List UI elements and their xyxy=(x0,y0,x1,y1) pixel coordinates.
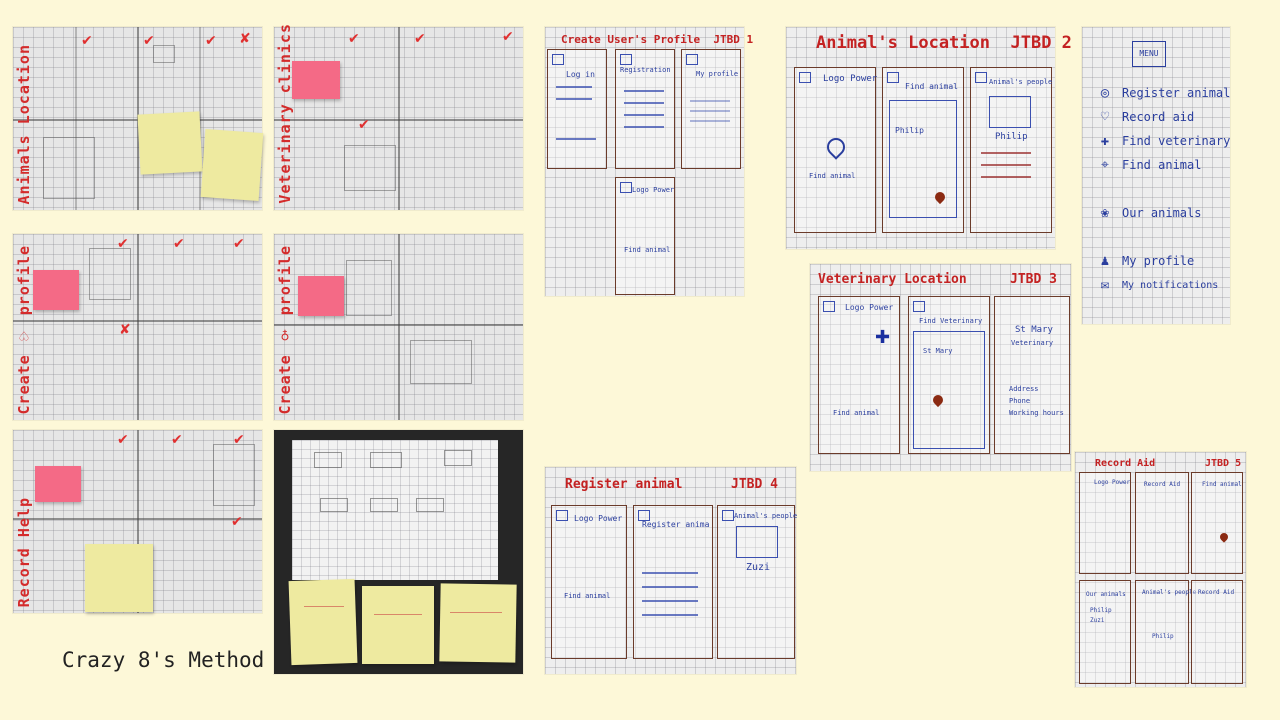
sketch-veterinary-clinics: ✔✔ ✔✔ Veterinary clinics xyxy=(274,23,523,210)
sketch-record-help: ✔✔ ✔✔ Record Help xyxy=(13,430,262,613)
sticky-note xyxy=(35,466,81,502)
heart-icon: ♡ xyxy=(1100,109,1110,125)
method-caption: Crazy 8's Method xyxy=(62,648,265,672)
sticky-note xyxy=(200,129,264,201)
menu-item-record-aid[interactable]: ♡ Record aid xyxy=(1096,109,1194,125)
animal-photo xyxy=(989,96,1031,128)
menu-item-my-profile[interactable]: ♟ My profile xyxy=(1096,253,1194,269)
phone-screen: Register anima xyxy=(633,505,713,659)
user-flow-photo xyxy=(274,430,523,674)
phone-screen: Logo Power Find animal xyxy=(794,67,877,233)
sketch-label: Create ♡ profile xyxy=(15,244,33,414)
map-view[interactable] xyxy=(913,331,985,449)
sticky-note xyxy=(298,276,344,316)
jtbd4-board: Register animal JTBD 4 Logo Power Find a… xyxy=(545,467,797,674)
sketch-label: Record Help xyxy=(15,496,33,607)
phone-screen: Logo Power Find animal xyxy=(615,177,675,295)
home-icon xyxy=(823,301,835,312)
sketch-label: Create ♀ profile xyxy=(276,244,294,414)
jtbd-title: Veterinary Location xyxy=(818,272,967,287)
phone-screen: Find animal xyxy=(1191,472,1243,574)
phone-screen: St Mary Veterinary Address Phone Working… xyxy=(994,296,1070,454)
phone-screen: Logo Power Find animal xyxy=(551,505,627,659)
jtbd-tag: JTBD 4 xyxy=(731,477,778,492)
jtbd1-board: Create User's Profile JTBD 1 Log in Regi… xyxy=(545,27,753,296)
sticky-note xyxy=(292,61,340,99)
paw-icon: ❀ xyxy=(1100,205,1110,221)
phone-screen: Find animal Philip xyxy=(882,67,964,233)
jtbd-tag: JTBD 5 xyxy=(1205,458,1242,469)
jtbd-tag: JTBD 2 xyxy=(1010,33,1072,53)
menu-item-find-animal[interactable]: ⌖ Find animal xyxy=(1096,157,1201,173)
home-icon xyxy=(975,72,987,83)
home-icon xyxy=(799,72,811,83)
menu-header: MENU xyxy=(1132,41,1166,67)
phone-screen: Animal's people Zuzi xyxy=(717,505,797,659)
sketch-label: Veterinary clinics xyxy=(276,23,294,204)
sticky-note xyxy=(288,578,358,666)
jtbd-tag: JTBD 1 xyxy=(713,33,754,46)
menu-board: MENU ◎ Register animal ♡ Record aid ✚ Fi… xyxy=(1082,27,1230,324)
menu-item-find-veterinary[interactable]: ✚ Find veterinary xyxy=(1096,133,1231,149)
home-icon xyxy=(722,510,734,521)
home-icon xyxy=(552,54,564,65)
animal-photo xyxy=(736,526,778,558)
phone-screen: Record Aid xyxy=(1135,472,1189,574)
jtbd-tag: JTBD 3 xyxy=(1010,272,1057,287)
phone-screen: Logo Power ✚ Find animal xyxy=(818,296,900,454)
phone-screen: Animal's people Philip xyxy=(970,67,1052,233)
home-icon xyxy=(620,54,632,65)
cross-icon: ✚ xyxy=(1100,133,1110,149)
map-view[interactable] xyxy=(889,100,957,218)
home-icon xyxy=(638,510,650,521)
home-icon xyxy=(686,54,698,65)
jtbd-title: Animal's Location xyxy=(816,33,990,53)
mail-icon: ✉ xyxy=(1100,277,1110,293)
sketch-animals-location: ✔✔ ✔✘ Animals Location xyxy=(13,27,264,210)
home-icon xyxy=(887,72,899,83)
jtbd-title: Record Aid xyxy=(1095,458,1156,469)
jtbd-title: Create User's Profile xyxy=(561,33,701,46)
eye-icon: ◎ xyxy=(1100,85,1110,101)
phone-screen: Our animals Philip Zuzi xyxy=(1079,580,1131,684)
home-icon xyxy=(556,510,568,521)
pin-icon: ⌖ xyxy=(1101,157,1109,173)
user-icon: ♟ xyxy=(1100,253,1110,269)
phone-screen: Animal's people Philip xyxy=(1135,580,1196,684)
menu-item-my-notifications[interactable]: ✉ My notifications xyxy=(1096,277,1219,293)
sketch-create-profile-2: Create ♀ profile xyxy=(274,234,523,420)
jtbd-title: Register animal xyxy=(565,477,683,492)
jtbd3-board: Veterinary Location JTBD 3 Logo Power ✚ … xyxy=(810,264,1071,471)
map-pin-icon xyxy=(823,134,849,160)
home-icon xyxy=(620,182,632,193)
sticky-note xyxy=(33,270,79,310)
map-pin-icon[interactable] xyxy=(1218,531,1230,543)
phone-screen: My profile xyxy=(681,49,741,169)
phone-screen: Log in xyxy=(547,49,607,169)
sticky-note xyxy=(85,544,153,612)
sticky-note xyxy=(137,111,203,175)
phone-screen: Record Aid xyxy=(1191,580,1243,684)
home-icon xyxy=(913,301,925,312)
sticky-note xyxy=(439,583,517,663)
menu-item-our-animals[interactable]: ❀ Our animals xyxy=(1096,205,1202,221)
phone-screen: Find Veterinary St Mary xyxy=(908,296,990,454)
jtbd5-board: Record Aid JTBD 5 Logo Power Record Aid … xyxy=(1075,452,1246,687)
menu-item-register-animal[interactable]: ◎ Register animal xyxy=(1096,85,1231,101)
cross-icon: ✚ xyxy=(875,327,891,348)
phone-screen: Registration xyxy=(615,49,675,169)
sketch-label: Animals Location xyxy=(15,43,33,205)
jtbd2-board: Animal's Location JTBD 2 Logo Power Find… xyxy=(786,27,1072,249)
sketch-create-profile-1: ✔✔ ✔✘ Create ♡ profile xyxy=(13,234,262,420)
sticky-note xyxy=(362,586,434,664)
phone-screen: Logo Power xyxy=(1079,472,1131,574)
